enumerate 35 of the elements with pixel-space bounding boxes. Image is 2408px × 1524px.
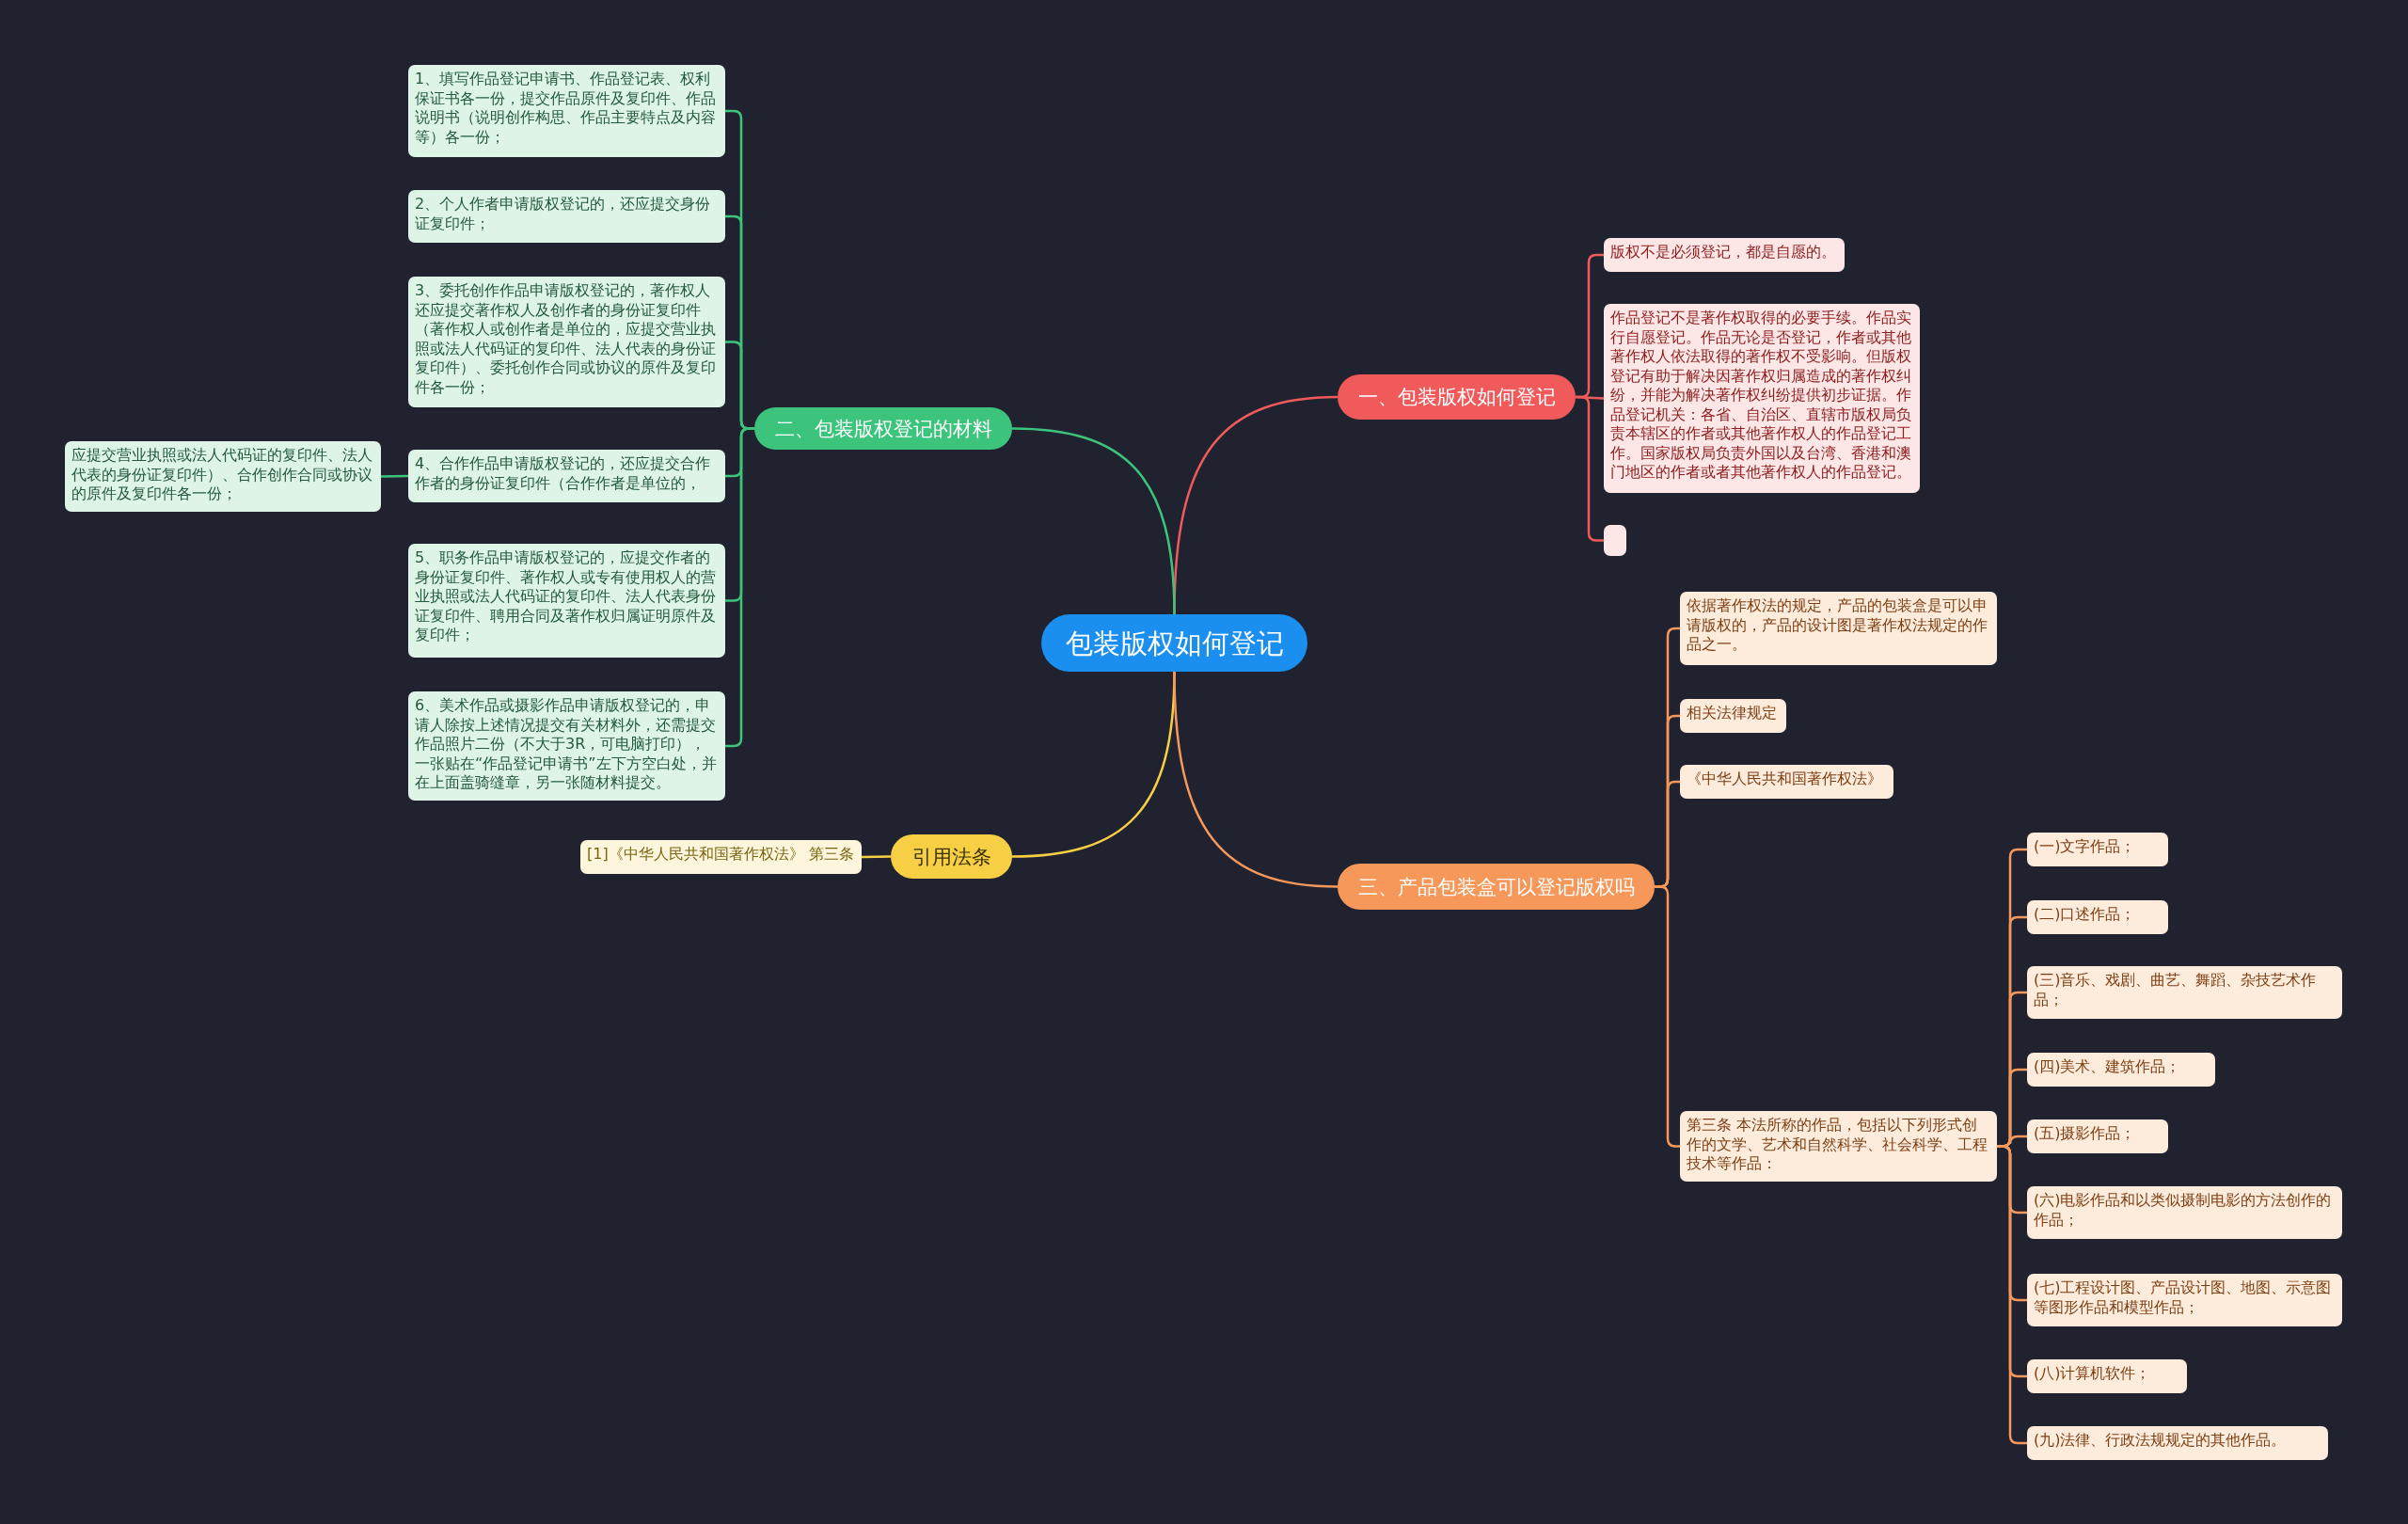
topic-box: 1、填写作品登记申请书、作品登记表、权利保证书各一份，提交作品原件及复印件、作品说明书（说明创作构思、作品主要特点及内容等）各一份； <box>408 65 725 157</box>
topic-box: (五)摄影作品； <box>2027 1119 2168 1153</box>
topic-box: (八)计算机软件； <box>2027 1359 2187 1393</box>
topic-box: 5、职务作品申请版权登记的，应提交作者的身份证复印件、著作权人或专有使用权人的营业执照或法人代码证的复印件、法人代表身份证复印件、聘用合同及著作权归属证明原件及复印件； <box>408 544 725 658</box>
topic-box: 依据著作权法的规定，产品的包装盒是可以申请版权的，产品的设计图是著作权法规定的作品之一。 <box>1680 592 1997 665</box>
topic-box: (七)工程设计图、产品设计图、地图、示意图等图形作品和模型作品； <box>2027 1274 2342 1326</box>
connector-line <box>380 474 409 478</box>
branch-topic: 引用法条 <box>891 834 1012 879</box>
topic-box: 3、委托创作作品申请版权登记的，著作权人还应提交著作权人及创作者的身份证复印件（著作权人或创作者是单位的，应提交营业执照或法人代码证的复印件、法人代表的身份证复印件）、委托创作合同或协议的原件及复印件各一份； <box>408 277 725 407</box>
central-topic: 包装版权如何登记 <box>1041 614 1307 672</box>
branch-topic: 三、产品包装盒可以登记版权吗 <box>1338 864 1655 910</box>
topic-box: (六)电影作品和以类似摄制电影的方法创作的作品； <box>2027 1186 2342 1239</box>
connector-line <box>725 427 754 748</box>
topic-box: 6、美术作品或摄影作品申请版权登记的，申请人除按上述情况提交有关材料外，还需提交作品照片二份（不大于3R，可电脑打印），一张贴在“作品登记申请书”左下方空白处，并在上面盖骑缝章，另一张随材料提交。 <box>408 691 725 801</box>
topic-box: 4、合作作品申请版权登记的，还应提交合作作者的身份证复印件（合作作者是单位的， <box>408 450 725 502</box>
topic-box: 作品登记不是著作权取得的必要手续。作品实行自愿登记。作品无论是否登记，作者或其他著作权人依法取得的著作权不受影响。但版权登记有助于解决因著作权归属造成的著作权纠纷，并能为解决著作权纠纷提供初步证据。作品登记机关：各省、自治区、直辖市版权局负责本辖区的作者或其他著作权人的作品登记工作。国家版权局负责外国以及台湾、香港和澳门地区的作者或者其他著作权人的作品登记。 <box>1604 304 1920 493</box>
topic-box: (一)文字作品； <box>2027 833 2168 866</box>
topic-box: (三)音乐、戏剧、曲艺、舞蹈、杂技艺术作品； <box>2027 966 2342 1019</box>
connector-line <box>1173 671 1339 888</box>
topic-box: 2、个人作者申请版权登记的，还应提交身份证复印件； <box>408 190 725 243</box>
topic-box: 《中华人民共和国著作权法》 <box>1680 765 1893 799</box>
topic-box: (四)美术、建筑作品； <box>2027 1053 2215 1087</box>
connector-line <box>1997 1145 2027 1445</box>
topic-box: 应提交营业执照或法人代码证的复印件、法人代表的身份证复印件）、合作创作合同或协议的原件及复印件各一份； <box>65 441 381 512</box>
topic-box: 第三条 本法所称的作品，包括以下列形式创作的文学、艺术和自然科学、社会科学、工程技术等作品： <box>1680 1111 1997 1182</box>
connector-line <box>861 855 892 859</box>
topic-box: (九)法律、行政法规规定的其他作品。 <box>2027 1426 2328 1460</box>
topic-box: 版权不是必须登记，都是自愿的。 <box>1604 238 1845 272</box>
connector-line <box>1011 427 1176 615</box>
empty-topic-box <box>1604 525 1626 556</box>
topic-box: [1]《中华人民共和国著作权法》 第三条 <box>580 840 862 874</box>
topic-box: (二)口述作品； <box>2027 900 2168 934</box>
topic-box: 相关法律规定 <box>1680 699 1786 733</box>
branch-topic: 二、包装版权登记的材料 <box>754 407 1012 450</box>
branch-topic: 一、包装版权如何登记 <box>1338 374 1576 420</box>
